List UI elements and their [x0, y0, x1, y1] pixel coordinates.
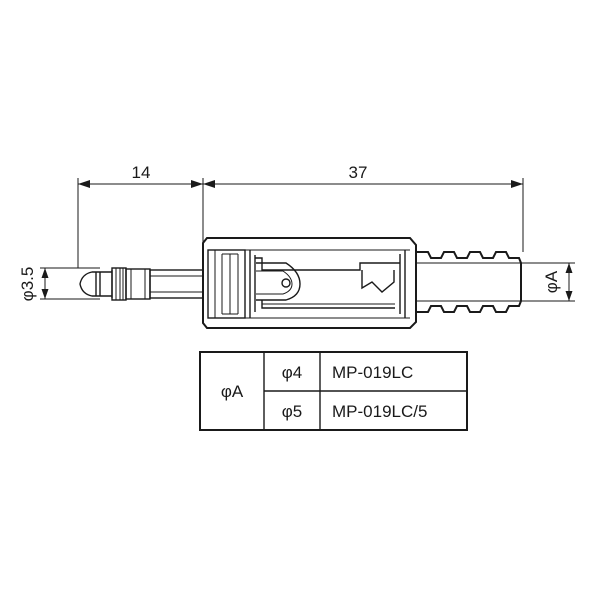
dimension-label-14: 14 [132, 163, 151, 182]
table-cell-diameter: φ4 [282, 363, 302, 382]
part-number-table: φA φ4 MP-019LC φ5 MP-019LC/5 [199, 351, 468, 431]
table-header-diameter: φA [221, 382, 244, 401]
plug-tip [79, 270, 113, 298]
strain-relief [416, 251, 522, 313]
table-cell-part-number: MP-019LC/5 [332, 402, 427, 421]
dimension-label-cable-diameter: φA [542, 270, 561, 293]
plug-body [202, 237, 417, 329]
dimension-label-37: 37 [349, 163, 368, 182]
plug-insulator-rings [111, 267, 127, 301]
dimension-cable-diameter: φA [520, 262, 575, 302]
plug-sleeve [125, 268, 204, 300]
table-row: φ5 MP-019LC/5 [282, 402, 428, 421]
dimension-body-length: 37 [203, 163, 524, 252]
dimension-label-plug-diameter: φ3.5 [18, 267, 37, 302]
dimension-tip-length: 14 [77, 163, 204, 268]
table-cell-part-number: MP-019LC [332, 363, 413, 382]
dimension-plug-diameter: φ3.5 [18, 267, 100, 302]
table-cell-diameter: φ5 [282, 402, 302, 421]
table-row: φ4 MP-019LC [282, 363, 414, 382]
